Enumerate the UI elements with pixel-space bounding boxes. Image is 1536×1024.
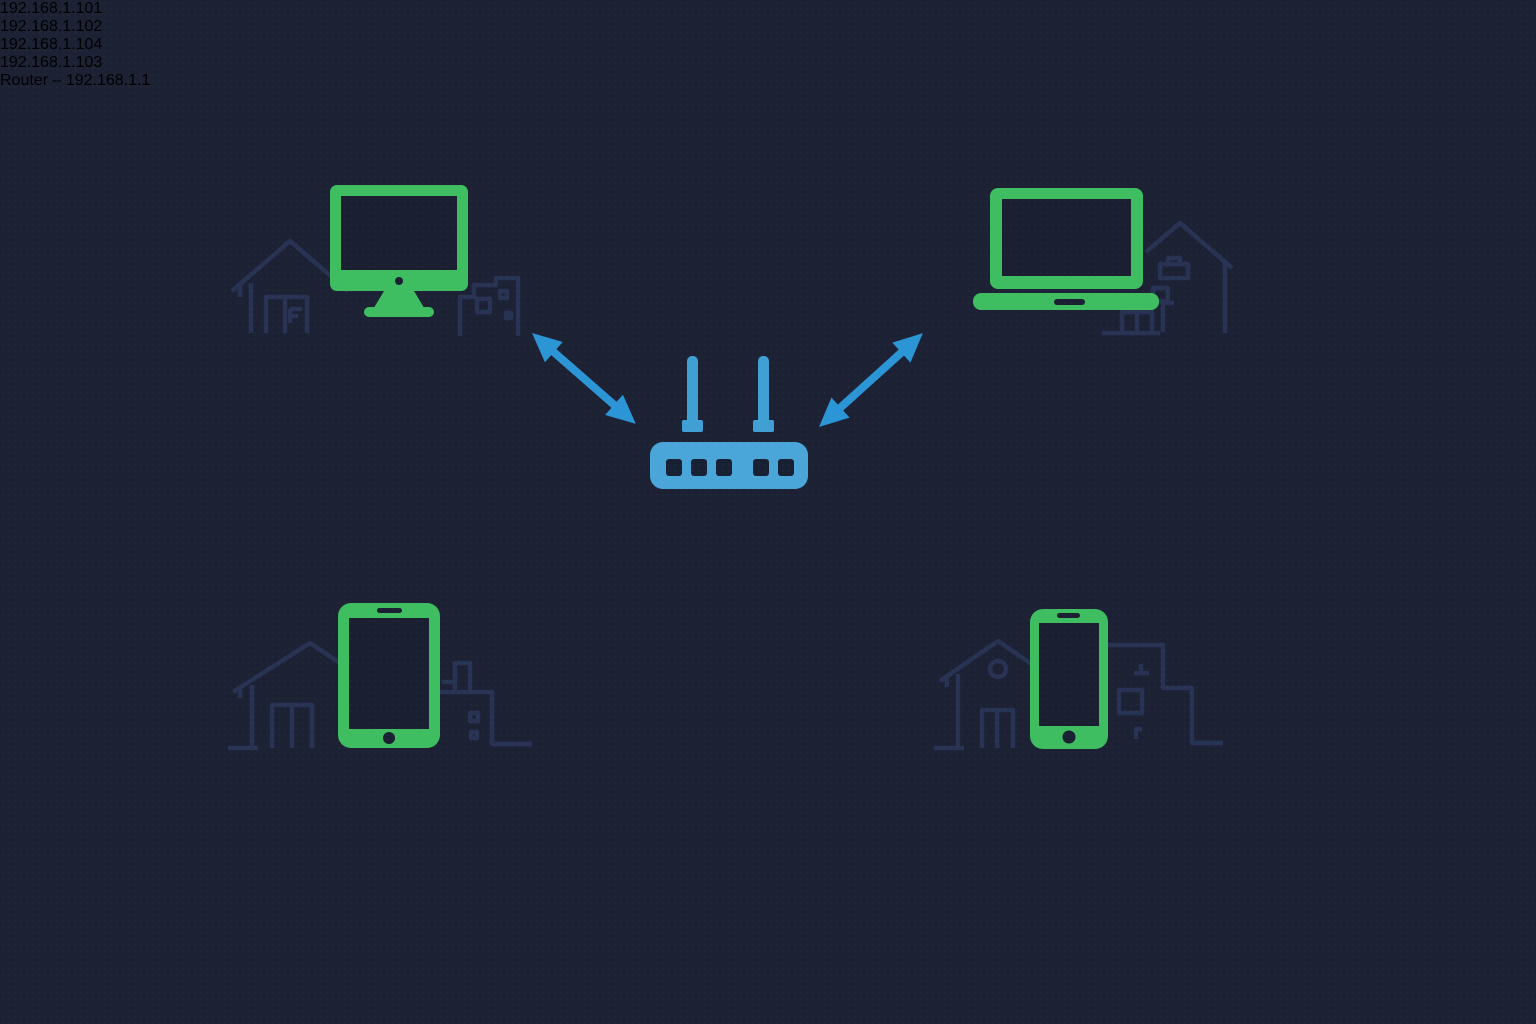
arrowhead — [605, 394, 636, 424]
router-icon — [650, 356, 808, 489]
ip-label-phone: 192.168.1.103 — [0, 54, 103, 71]
smartphone-icon — [1030, 609, 1108, 749]
house-outline-bottom-right — [934, 638, 1223, 751]
laptop-icon — [973, 188, 1159, 310]
ip-label-laptop: 192.168.1.102 — [0, 18, 103, 35]
router-port — [716, 459, 732, 476]
desktop-icon — [330, 185, 468, 317]
desktop-stand-neck — [372, 291, 426, 311]
router-name: Router — [0, 72, 49, 89]
smartphone-home-button — [1062, 730, 1076, 744]
router-antenna-right — [758, 356, 769, 426]
router-port — [666, 459, 682, 476]
router-ip: 192.168.1.1 — [65, 72, 151, 89]
laptop-screen — [1002, 199, 1131, 276]
laptop-notch — [1054, 299, 1085, 305]
desktop-stand-base — [364, 307, 434, 317]
router-antenna-right-foot — [753, 420, 774, 432]
router-port — [691, 459, 707, 476]
house-outline-top-left — [230, 238, 521, 336]
desktop-screen — [341, 196, 457, 270]
router-antenna-left-foot — [682, 420, 703, 432]
double-arrow-icon-right — [819, 333, 923, 427]
arrow-shaft — [545, 344, 622, 413]
arrowhead — [892, 333, 923, 363]
ip-label-desktop: 192.168.1.101 — [0, 0, 103, 17]
arrow-shaft — [832, 344, 910, 416]
arrowhead — [819, 397, 850, 427]
router-label-separator: – — [52, 72, 62, 89]
smartphone-screen — [1039, 623, 1099, 726]
tablet-icon — [338, 603, 440, 748]
router-port — [753, 459, 769, 476]
smartphone-speaker-bar — [1057, 613, 1080, 618]
tablet-speaker-bar — [377, 608, 402, 613]
ip-label-tablet: 192.168.1.104 — [0, 36, 103, 53]
router-label: Router – 192.168.1.1 — [0, 72, 1536, 90]
router-port — [778, 459, 794, 476]
double-arrow-icon-left — [532, 333, 636, 424]
tablet-screen — [349, 618, 429, 729]
desktop-camera-dot — [395, 277, 403, 285]
router-antenna-left — [687, 356, 698, 426]
arrowhead — [532, 333, 563, 363]
tablet-home-button — [383, 732, 395, 744]
